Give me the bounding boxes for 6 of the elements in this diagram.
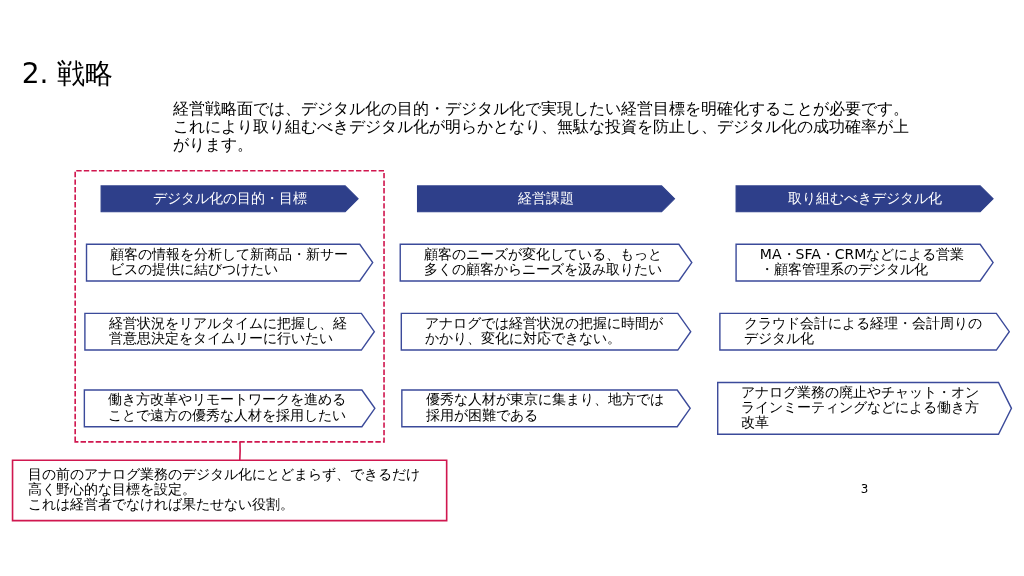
cluster — [74, 169, 385, 443]
label: 3 — [860, 481, 869, 496]
connector — [239, 440, 241, 461]
diagram-title: 2. 戦略 — [21, 56, 114, 90]
node-box: 目の前のアナログ業務のデジタル化にとどまらず、できるだけ高く野心的な目標を設定。 これは経営者でなければ果たせない役割。 — [11, 458, 448, 521]
label: 経営戦略面では、デジタル化の目的・デジタル化で実現したい経営目標を明確化することが必要です。これにより取り組むべきデジタル化が明らかとなり、無駄な投資を防止し、デジタル化の成功確率が上がります。 — [172, 98, 909, 154]
